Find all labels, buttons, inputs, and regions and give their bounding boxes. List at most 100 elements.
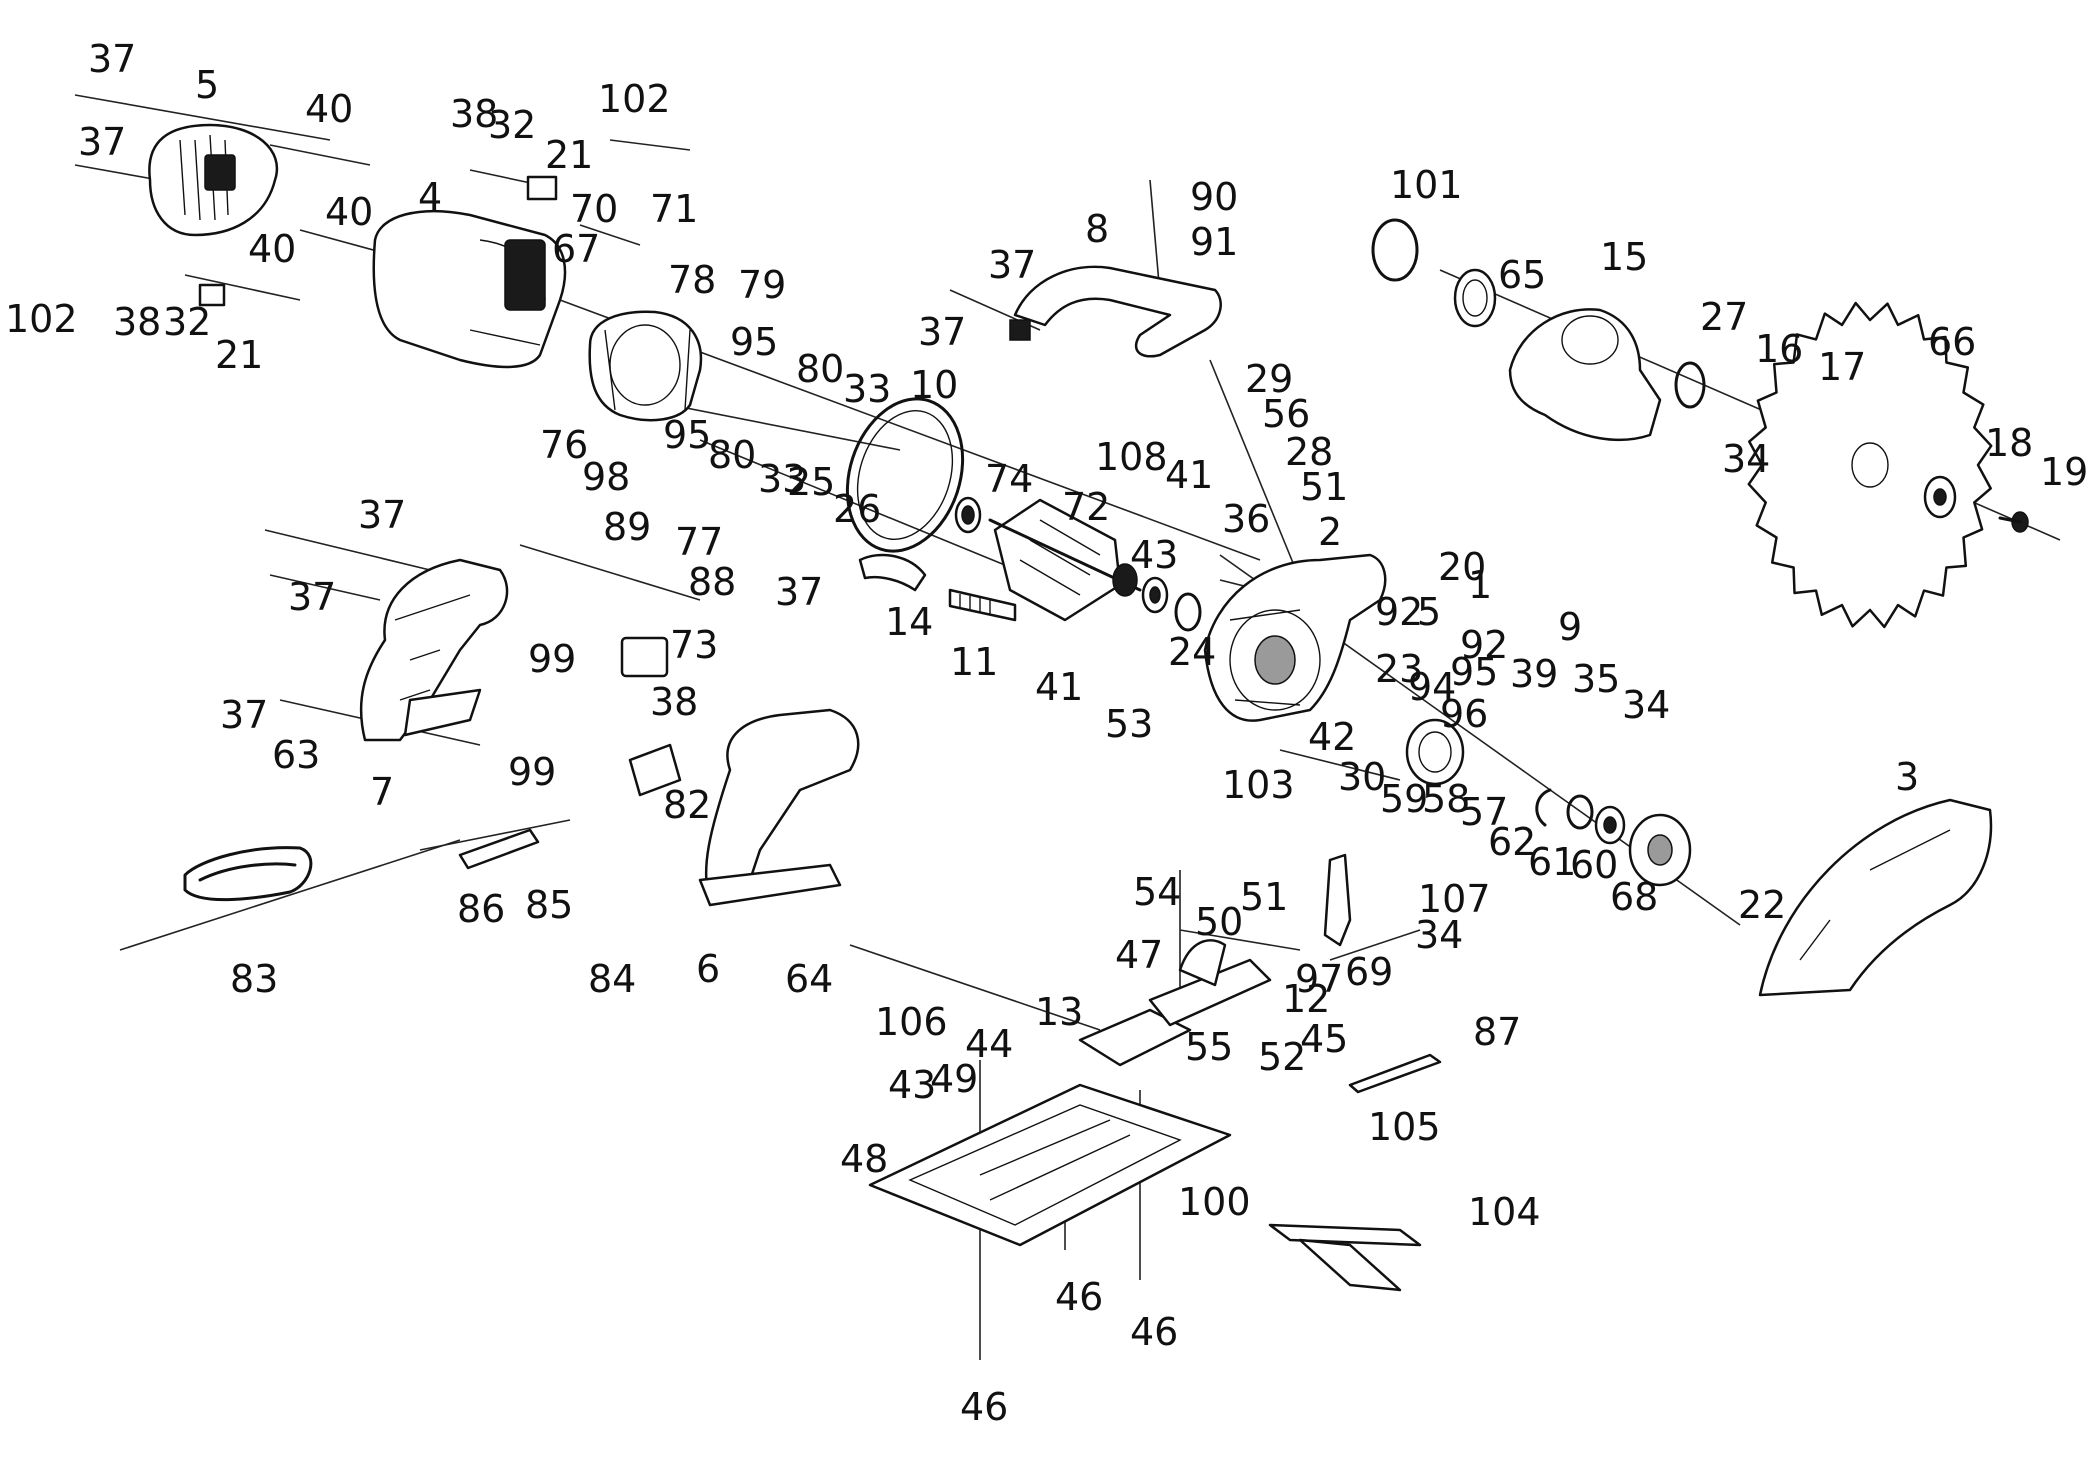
part-30-gear	[1405, 718, 1465, 786]
part-label-18: 18	[1985, 421, 2033, 465]
part-label-92b: 92	[1460, 623, 1508, 667]
part-label-34a: 34	[1722, 437, 1770, 481]
part-label-2: 2	[1318, 510, 1342, 554]
part-label-73: 73	[670, 623, 718, 667]
part-label-36: 36	[1222, 497, 1270, 541]
part-label-26: 26	[833, 487, 881, 531]
part-label-95c: 95	[1450, 650, 1498, 694]
part-label-13: 13	[1035, 990, 1083, 1034]
part-label-95a: 95	[730, 320, 778, 364]
part-55-bracket	[1078, 1008, 1192, 1067]
part-label-96: 96	[1440, 692, 1488, 736]
part-2-gear-housing	[1203, 553, 1387, 722]
part-label-53: 53	[1105, 702, 1153, 746]
part-label-38b: 38	[113, 300, 161, 344]
part-label-22: 22	[1738, 883, 1786, 927]
part-27-ring	[1674, 361, 1706, 409]
part-label-51b: 51	[1240, 875, 1288, 919]
part-label-23: 23	[1375, 647, 1423, 691]
part-label-4: 4	[418, 175, 442, 219]
part-label-63: 63	[272, 733, 320, 777]
part-86-cord-protector	[458, 828, 540, 870]
part-108-armature	[988, 498, 1142, 622]
part-15-upper-guard	[1508, 308, 1662, 441]
part-label-34b: 34	[1622, 683, 1670, 727]
part-label-37c: 37	[988, 243, 1036, 287]
part-label-10: 10	[910, 363, 958, 407]
part-label-16: 16	[1755, 327, 1803, 371]
part-3-lower-guard	[1758, 798, 1993, 997]
part-label-45: 45	[1300, 1017, 1348, 1061]
part-label-30: 30	[1338, 755, 1386, 799]
part-65-bearing	[1453, 268, 1497, 328]
part-8-handle	[1009, 265, 1222, 358]
part-label-59: 59	[1380, 777, 1428, 821]
part-label-3: 3	[1895, 755, 1919, 799]
part-label-33a: 33	[843, 367, 891, 411]
part-label-8: 8	[1085, 207, 1109, 251]
part-43-bearing	[1141, 576, 1169, 614]
part-label-79: 79	[738, 263, 786, 307]
part-label-101: 101	[1390, 163, 1463, 207]
part-label-66: 66	[1928, 320, 1976, 364]
part-label-1: 1	[1468, 563, 1492, 607]
part-60-bearing	[1594, 805, 1626, 845]
part-label-104: 104	[1468, 1190, 1541, 1234]
part-label-97: 97	[1295, 957, 1343, 1001]
part-label-19: 19	[2040, 450, 2088, 494]
part-label-24: 24	[1168, 630, 1216, 674]
part-73-switch	[620, 636, 669, 678]
part-24-ring	[1174, 592, 1202, 632]
part-label-77: 77	[675, 520, 723, 564]
part-label-65: 65	[1498, 253, 1546, 297]
part-4-motor-housing	[372, 209, 567, 369]
part-label-103: 103	[1222, 763, 1295, 807]
part-6-handle-half	[698, 708, 860, 907]
part-label-100: 100	[1178, 1180, 1251, 1224]
part-label-60: 60	[1570, 843, 1618, 887]
part-label-62: 62	[1488, 820, 1536, 864]
part-label-21a: 21	[545, 133, 593, 177]
assembly-axis-lines	[74, 94, 2061, 1360]
part-label-82: 82	[663, 783, 711, 827]
part-label-12: 12	[1282, 977, 1330, 1021]
part-label-102a: 102	[598, 77, 671, 121]
part-label-85: 85	[525, 883, 573, 927]
part-104-rip-fence	[1268, 1223, 1422, 1292]
part-label-64: 64	[785, 957, 833, 1001]
part-21-switch-upper	[526, 175, 558, 201]
part-label-34c: 34	[1415, 913, 1463, 957]
part-label-9: 9	[1558, 605, 1582, 649]
part-label-33b: 33	[758, 457, 806, 501]
part-83-cord	[183, 846, 313, 902]
part-label-94: 94	[1408, 665, 1456, 709]
part-label-17: 17	[1818, 345, 1866, 389]
part-74-bearing	[954, 496, 982, 534]
part-48-shoe	[868, 1083, 1232, 1247]
part-label-58: 58	[1422, 777, 1470, 821]
part-label-42: 42	[1308, 715, 1356, 759]
part-label-86: 86	[457, 887, 505, 931]
part-label-32a: 32	[488, 103, 536, 147]
part-66-saw-blade	[1747, 301, 1993, 629]
part-label-50: 50	[1195, 900, 1243, 944]
part-21-switch-lower	[198, 283, 226, 307]
part-label-46b: 46	[1130, 1310, 1178, 1354]
part-label-35: 35	[1572, 657, 1620, 701]
part-label-41a: 41	[1165, 453, 1213, 497]
part-87-wrench	[1348, 1053, 1442, 1094]
part-label-40a: 40	[305, 87, 353, 131]
part-label-47: 47	[1115, 933, 1163, 977]
part-label-80b: 80	[708, 433, 756, 477]
part-label-38c: 38	[650, 680, 698, 724]
part-label-37e: 37	[358, 493, 406, 537]
part-11-spindle	[948, 588, 1017, 622]
part-label-20: 20	[1438, 545, 1486, 589]
part-label-39: 39	[1510, 652, 1558, 696]
part-5-end-cap	[148, 123, 279, 237]
part-label-14: 14	[885, 600, 933, 644]
part-105-bevel-bracket	[1148, 939, 1272, 1027]
part-18-washer	[1923, 475, 1957, 519]
part-19-bolt	[1998, 511, 2029, 533]
